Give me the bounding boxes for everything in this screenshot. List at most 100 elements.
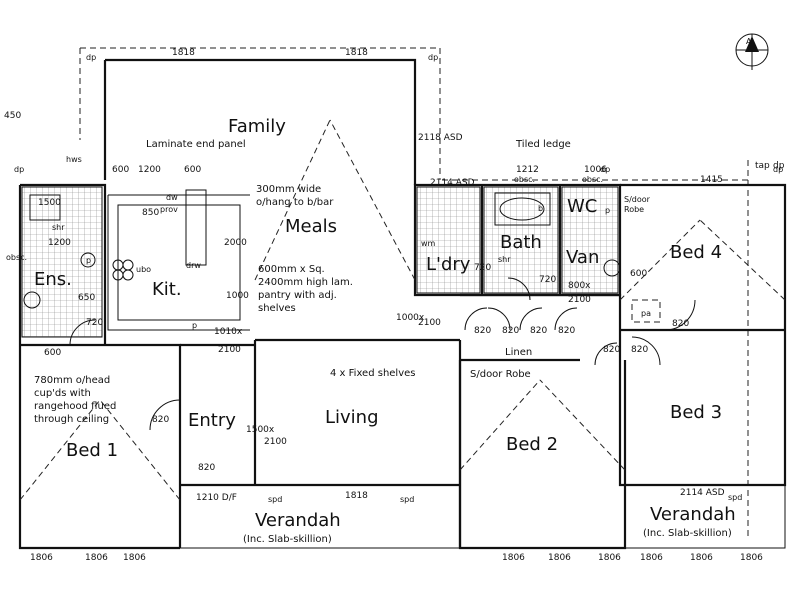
dim-1806a: 1806 (30, 553, 53, 563)
room-bed1: Bed 1 (66, 440, 118, 461)
note-pantry2: 2400mm high lam. (258, 277, 353, 288)
dim-1500: 1500 (38, 198, 61, 208)
dim-820b: 820 (198, 463, 215, 473)
dim-600b: 600 (184, 165, 201, 175)
label-dp-1: dp (86, 53, 96, 62)
dim-1210df: 1210 D/F (196, 493, 237, 503)
dim-600a: 600 (112, 165, 129, 175)
door-swings (69, 277, 696, 431)
label-obsc-2: obsc. (514, 175, 535, 184)
room-verandah-left: Verandah (255, 510, 341, 531)
label-spd-3: spd (728, 493, 742, 502)
room-kitchen: Kit. (152, 279, 182, 300)
north-arrow: A (735, 33, 769, 70)
note-rangehood3: rangehood flued (34, 401, 116, 412)
dim-1806h: 1806 (690, 553, 713, 563)
room-verandah-note-left: (Inc. Slab-skillion) (243, 534, 332, 545)
label-obsc-3: obsc. (582, 175, 603, 184)
roof-outline (79, 47, 749, 540)
label-p-3: p (605, 206, 610, 215)
room-meals: Meals (285, 216, 337, 237)
room-laundry: L'dry (426, 254, 471, 275)
dim-1200a: 1200 (138, 165, 161, 175)
ceiling-lines (19, 119, 786, 501)
note-robe-bed4: Robe (624, 205, 644, 214)
dim-1806d: 1806 (502, 553, 525, 563)
dim-850: 850 (142, 208, 159, 218)
label-p-2: p (192, 321, 197, 330)
room-family: Family (228, 116, 286, 137)
dim-820c: 820 (474, 326, 491, 336)
dim-820h: 820 (631, 345, 648, 355)
label-drw: drw (186, 261, 201, 270)
note-fixed-shelves: 4 x Fixed shelves (330, 368, 416, 379)
dim-820e: 820 (530, 326, 547, 336)
label-wm: wm (421, 239, 436, 248)
label-pa: pa (641, 309, 651, 318)
dim-1010x: 1010x (214, 327, 243, 337)
dim-820i: 820 (672, 319, 689, 329)
dim-650: 650 (78, 293, 95, 303)
dim-800x: 800x (568, 281, 591, 291)
label-obsc-1: obsc. (6, 253, 27, 262)
dim-2118asd: 2118 ASD (418, 133, 463, 143)
dim-2100a: 2100 (218, 345, 241, 355)
room-bed2: Bed 2 (506, 434, 558, 455)
dim-1806c: 1806 (123, 553, 146, 563)
label-ubo: ubo (136, 265, 151, 274)
label-dp-2: dp (428, 53, 438, 62)
dim-1415: 1415 (700, 175, 723, 185)
label-dp-5: dp (773, 165, 783, 174)
ensuite-tiles (21, 186, 103, 338)
room-bed4: Bed 4 (670, 242, 722, 263)
note-bar1: 300mm wide (256, 184, 321, 195)
dim-1806g: 1806 (640, 553, 663, 563)
note-pantry3: pantry with adj. (258, 290, 337, 301)
room-vanity: Van (566, 247, 599, 268)
dim-720a: 720 (86, 318, 103, 328)
label-shr-1: shr (52, 223, 65, 232)
label-dw: dw (166, 193, 178, 202)
north-label: A (746, 37, 752, 46)
label-prov: prov (160, 205, 178, 214)
dim-600c: 600 (630, 269, 647, 279)
dim-top-1818b: 1818 (345, 48, 368, 58)
dim-820d: 820 (502, 326, 519, 336)
dim-600d: 600 (44, 348, 61, 358)
laundry-tiles (416, 186, 481, 294)
room-verandah-right: Verandah (650, 504, 736, 525)
dim-1006: 1006 (584, 165, 607, 175)
room-verandah-note-right: (Inc. Slab-skillion) (643, 528, 732, 539)
dim-1500x: 1500x (246, 425, 275, 435)
dim-1818c: 1818 (345, 491, 368, 501)
label-shr-2: shr (498, 255, 511, 264)
label-spd-2: spd (400, 495, 414, 504)
note-pantry1: 600mm x Sq. (258, 264, 325, 275)
note-sdoor-bed4: S/door (624, 195, 651, 204)
dim-2000: 2000 (224, 238, 247, 248)
room-ensuite: Ens. (34, 269, 72, 290)
room-entry: Entry (188, 410, 236, 431)
note-sdoor-robe-bed2: S/door Robe (470, 369, 531, 380)
dim-2100b: 2100 (568, 295, 591, 305)
dim-1806b: 1806 (85, 553, 108, 563)
dim-1000: 1000 (226, 291, 249, 301)
note-pantry4: shelves (258, 303, 296, 314)
note-linen: Linen (505, 347, 532, 358)
dim-820a: 820 (152, 415, 169, 425)
dim-tap: tap (755, 161, 770, 171)
dim-2100d: 2100 (264, 437, 287, 447)
dim-2114asd-a: 2114 ASD (430, 178, 475, 188)
note-tiled-ledge: Tiled ledge (515, 139, 571, 150)
note-bar2: o/hang to b/bar (256, 197, 334, 208)
dim-2114asd-b: 2114 ASD (680, 488, 725, 498)
dim-1806i: 1806 (740, 553, 763, 563)
note-rangehood4: through ceiling (34, 414, 109, 425)
dim-1000x: 1000x (396, 313, 425, 323)
dim-2100c: 2100 (418, 318, 441, 328)
label-dp-3: dp (14, 165, 24, 174)
dim-1212: 1212 (516, 165, 539, 175)
dim-720c: 720 (539, 275, 556, 285)
dim-dp-right: dp (773, 161, 785, 171)
